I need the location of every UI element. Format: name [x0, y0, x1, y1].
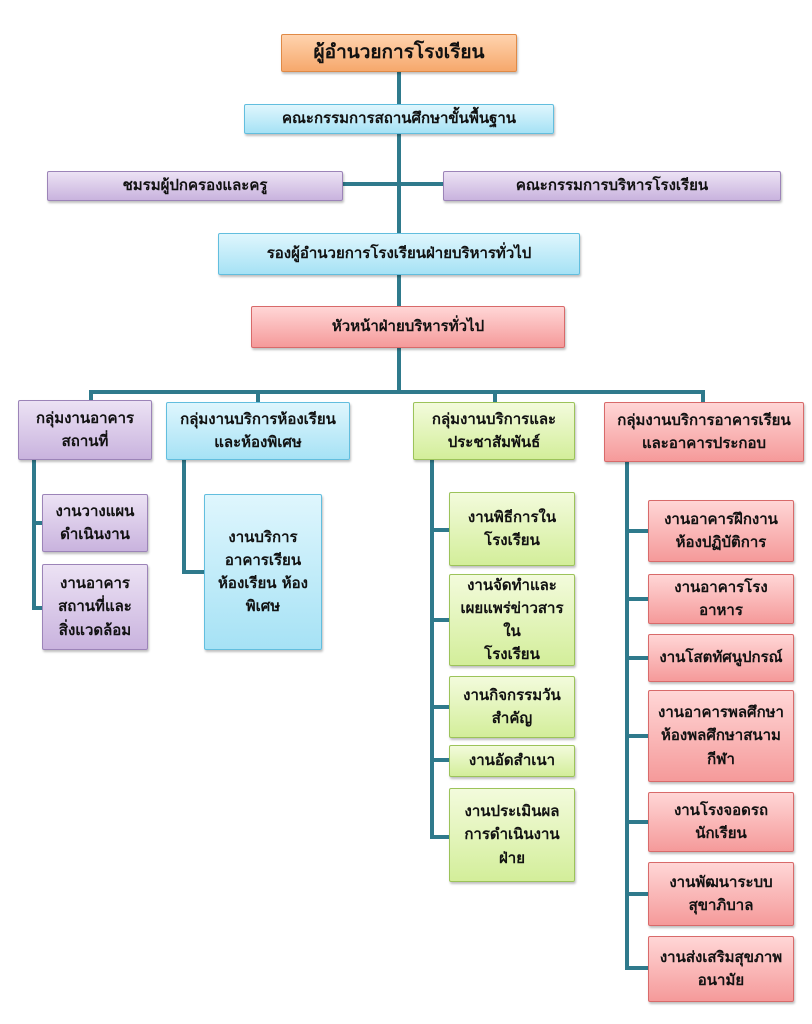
group-building-box: กลุ่มงานอาคาร สถานที่ [18, 400, 152, 460]
task-planning-box: งานวางแผน ดำเนินงาน [42, 494, 148, 552]
group-service-pr-box: กลุ่มงานบริการและ ประชาสัมพันธ์ [413, 402, 575, 460]
admin-board-box: คณะกรรมการบริหารโรงเรียน [443, 171, 781, 201]
group-classroom-box: กลุ่มงานบริการห้องเรียน และห้องพิเศษ [166, 402, 350, 460]
task-classroom-service-box: งานบริการ อาคารเรียน ห้องเรียน ห้อง พิเศ… [204, 494, 322, 650]
deputy-box: รองผู้อำนวยการโรงเรียนฝ่ายบริหารทั่วไป [218, 233, 580, 275]
head-box: หัวหน้าฝ่ายบริหารทั่วไป [251, 306, 565, 348]
task-facilities-box: งานอาคาร สถานที่และ สิ่งแวดล้อม [42, 564, 148, 650]
task-sports-box: งานอาคารพลศึกษา ห้องพลศึกษาสนาม กีฬา [648, 690, 794, 782]
task-parking-box: งานโรงจอดรถ นักเรียน [648, 792, 794, 852]
task-ceremony-box: งานพิธีการใน โรงเรียน [449, 492, 575, 566]
task-health-box: งานส่งเสริมสุขภาพ อนามัย [648, 936, 794, 1002]
parents-club-box: ชมรมผู้ปกครองและครู [47, 171, 343, 201]
task-canteen-box: งานอาคารโรงอาหาร [648, 574, 794, 624]
director-box: ผู้อำนวยการโรงเรียน [281, 34, 517, 72]
task-events-box: งานกิจกรรมวัน สำคัญ [449, 676, 575, 738]
task-evaluation-box: งานประเมินผล การดำเนินงาน ฝ่าย [449, 788, 575, 882]
task-copy-box: งานอัดสำเนา [449, 745, 575, 777]
group-building-service-box: กลุ่มงานบริการอาคารเรียน และอาคารประกอบ [604, 402, 804, 462]
task-workshop-box: งานอาคารฝึกงาน ห้องปฏิบัติการ [648, 500, 794, 562]
task-news-box: งานจัดทำและ เผยแพร่ข่าวสารใน โรงเรียน [449, 574, 575, 666]
basic-board-box: คณะกรรมการสถานศึกษาขั้นพื้นฐาน [244, 104, 554, 134]
task-av-box: งานโสตทัศนูปกรณ์ [648, 634, 794, 682]
task-sanitation-box: งานพัฒนาระบบ สุขาภิบาล [648, 862, 794, 926]
